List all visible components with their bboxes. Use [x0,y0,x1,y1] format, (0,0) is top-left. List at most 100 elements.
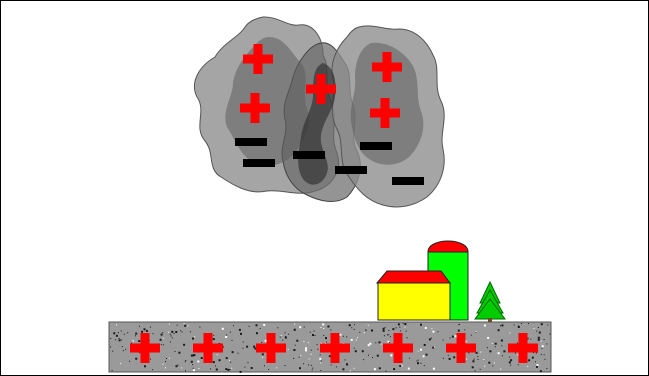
ground-speckle [183,344,185,346]
ground-speckle [180,330,181,331]
ground-speckle [510,365,511,366]
ground-speckle [311,350,312,351]
ground-speckle [480,369,481,370]
ground-speckle [191,361,193,363]
ground-speckle [359,332,360,333]
ground-speckle [433,368,435,370]
ground-speckle [477,356,478,357]
ground-speckle [381,344,382,345]
ground-speckle [501,340,503,342]
ground-speckle [185,360,186,361]
ground-speckle [475,370,476,371]
ground-speckle [420,324,422,326]
ground-speckle [303,363,304,364]
ground-speckle [500,369,501,370]
ground-speckle [181,367,182,368]
ground-speckle [528,359,530,361]
ground-speckle [305,349,307,351]
ground-speckle [300,355,301,356]
ground-speckle [537,364,539,366]
ground-speckle [323,335,324,336]
ground-speckle [248,362,249,363]
ground-speckle [225,336,227,338]
ground-speckle [528,338,529,339]
ground-speckle [495,346,496,347]
ground-speckle [261,342,262,343]
ground-speckle [296,340,298,342]
ground-speckle [518,325,519,326]
ground-speckle [263,324,265,326]
ground-speckle [330,329,331,330]
ground-speckle [312,368,313,369]
ground-speckle [210,368,211,369]
ground-speckle [326,342,327,343]
ground-speckle [294,329,296,331]
ground-speckle [407,337,408,338]
ground-speckle [240,333,242,335]
ground-speckle [487,337,489,339]
ground-speckle [182,331,183,332]
ground-speckle [368,325,369,326]
ground-speckle [262,353,264,355]
ground-speckle [399,327,400,328]
ground-speckle [500,325,501,326]
ground-speckle [448,355,449,356]
ground-speckle [502,355,503,356]
ground-speckle [110,346,111,347]
ground-speckle [229,360,230,361]
ground-speckle [239,329,241,331]
ground-speckle [166,358,167,359]
ground-speckle [544,354,545,355]
ground-speckle [165,367,166,368]
ground-speckle [406,331,407,332]
ground-speckle [222,328,224,330]
ground-speckle [530,339,531,340]
ground-speckle [121,340,122,341]
ground-speckle [321,327,322,328]
ground-speckle [371,330,373,332]
ground-speckle [199,327,200,328]
ground-speckle [165,361,166,362]
ground-speckle [144,328,146,330]
ground-speckle [408,368,409,369]
ground-speckle [377,355,379,357]
ground-speckle [192,364,193,365]
ground-speckle [385,327,386,328]
ground-speckle [492,365,493,366]
ground-speckle [528,323,529,324]
ground-speckle [320,370,321,371]
ground-speckle [312,369,313,370]
ground-speckle [532,357,534,359]
ground-speckle [424,344,426,346]
ground-speckle [112,370,113,371]
ground-speckle [168,332,169,333]
ground-speckle [476,331,477,332]
ground-speckle [116,324,117,325]
ground-speckle [213,361,215,363]
ground-speckle [232,340,233,341]
ground-speckle [388,334,389,335]
ground-speckle [404,323,406,325]
ground-speckle [509,333,510,334]
ground-speckle [146,330,148,332]
ground-speckle [517,342,518,343]
ground-speckle [438,331,439,332]
ground-speckle [323,328,324,329]
ground-speckle [343,336,344,337]
ground-speckle [424,365,425,366]
ground-speckle [308,365,309,366]
ground-speckle [244,367,245,368]
ground-speckle [293,358,294,359]
ground-speckle [119,338,120,339]
ground-speckle [368,355,369,356]
ground-speckle [384,335,385,336]
ground-speckle [383,328,385,330]
ground-speckle [160,339,162,341]
ground-speckle [363,359,364,360]
ground-speckle [253,346,255,348]
ground-speckle [262,357,263,358]
ground-speckle [161,344,162,345]
ground-speckle [536,366,538,368]
ground-speckle [535,361,536,362]
ground-speckle [356,340,357,341]
